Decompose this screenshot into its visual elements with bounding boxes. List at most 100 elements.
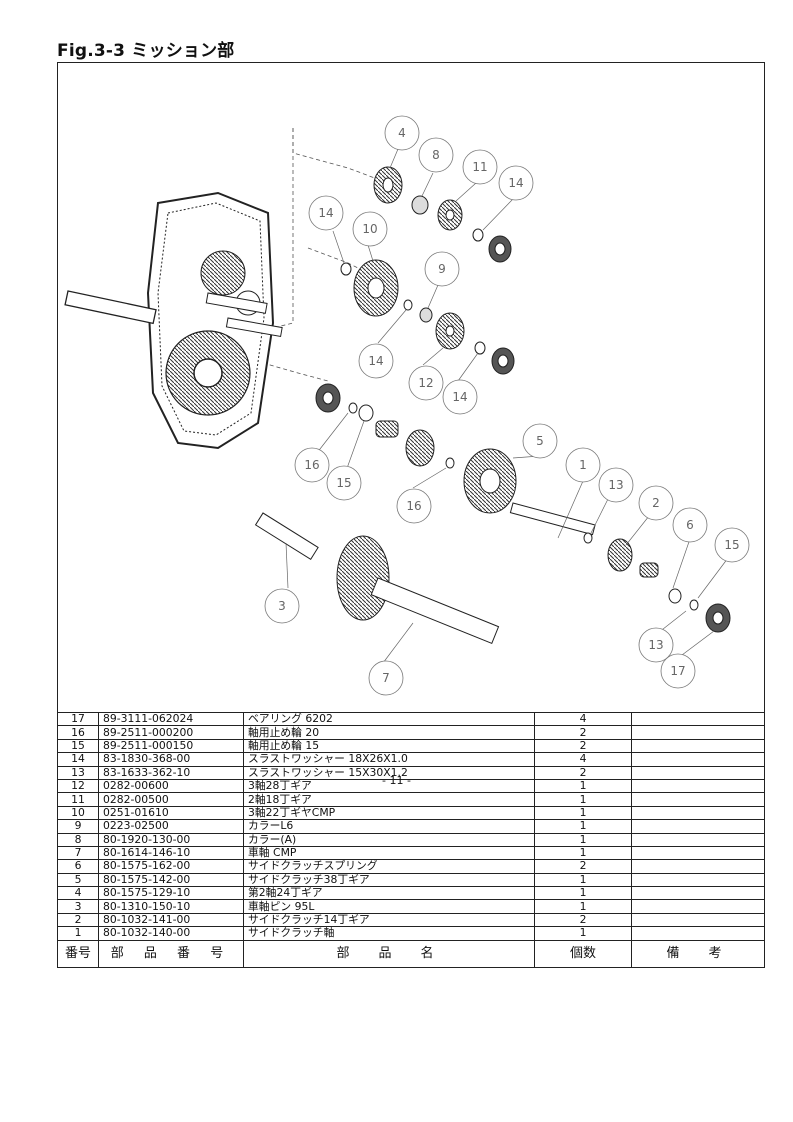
- header-part-number: 部 品 番 号: [98, 939, 244, 968]
- cell-remarks: [631, 725, 765, 740]
- cell-qty: 1: [534, 845, 632, 861]
- cell-qty: 1: [534, 819, 632, 834]
- cell-name: サイドクラッチスプリング: [243, 859, 535, 874]
- cell-qty: 1: [534, 886, 632, 901]
- cell-qty: 1: [534, 872, 632, 888]
- callout-8: 8: [418, 137, 454, 173]
- upper-gear-set: [340, 166, 515, 375]
- callout-label: 14: [318, 206, 333, 220]
- cell-qty: 1: [534, 899, 632, 914]
- callout-14: 14: [498, 165, 534, 201]
- cell-remarks: [631, 832, 765, 847]
- callout-label: 16: [304, 458, 319, 472]
- cell-no: 10: [57, 805, 99, 821]
- callout-15: 15: [326, 465, 362, 501]
- callout-3: 3: [264, 588, 300, 624]
- callout-label: 14: [452, 390, 467, 404]
- callout-label: 9: [438, 262, 446, 276]
- cell-qty: 4: [534, 711, 632, 727]
- cell-remarks: [631, 912, 765, 928]
- cell-no: 4: [57, 886, 99, 901]
- cell-remarks: [631, 711, 765, 727]
- cell-remarks: [631, 859, 765, 874]
- cell-name: スラストワッシャー 18X26X1.0: [243, 752, 535, 767]
- cell-no: 17: [57, 711, 99, 727]
- cell-remarks: [631, 872, 765, 888]
- cell-remarks: [631, 738, 765, 754]
- cell-remarks: [631, 805, 765, 821]
- callout-7: 7: [368, 660, 404, 696]
- callout-label: 11: [472, 160, 487, 174]
- cell-no: 15: [57, 738, 99, 754]
- figure-title: Fig.3-3 ミッション部: [57, 41, 235, 61]
- cell-name: 軸用止め輪 15: [243, 738, 535, 754]
- callout-label: 15: [336, 476, 351, 490]
- callout-16: 16: [396, 488, 432, 524]
- cell-part-number: 80-1575-129-10: [98, 886, 244, 901]
- cell-no: 14: [57, 752, 99, 767]
- cell-no: 1: [57, 926, 99, 941]
- cell-qty: 1: [534, 805, 632, 821]
- cell-part-number: 89-3111-062024: [98, 711, 244, 727]
- header-no: 番号: [57, 939, 99, 968]
- callout-label: 14: [508, 176, 523, 190]
- cell-remarks: [631, 886, 765, 901]
- cell-no: 8: [57, 832, 99, 847]
- callout-label: 17: [670, 664, 685, 678]
- transmission-housing: [64, 191, 283, 450]
- cell-part-number: 83-1830-368-00: [98, 752, 244, 767]
- cell-part-number: 80-1614-146-10: [98, 845, 244, 861]
- callout-11: 11: [462, 149, 498, 185]
- cell-qty: 2: [534, 912, 632, 928]
- cell-qty: 2: [534, 738, 632, 754]
- cell-remarks: [631, 899, 765, 914]
- cell-name: 車軸 CMP: [243, 845, 535, 861]
- cell-qty: 1: [534, 792, 632, 807]
- cell-name: サイドクラッチ38丁ギア: [243, 872, 535, 888]
- callout-label: 10: [362, 222, 377, 236]
- cell-no: 6: [57, 859, 99, 874]
- callout-14: 14: [442, 379, 478, 415]
- cell-qty: 1: [534, 832, 632, 847]
- cell-part-number: 80-1575-162-00: [98, 859, 244, 874]
- cell-part-number: 89-2511-000200: [98, 725, 244, 740]
- cell-remarks: [631, 752, 765, 767]
- callout-label: 2: [652, 496, 660, 510]
- callout-label: 4: [398, 126, 406, 140]
- callout-16: 16: [294, 447, 330, 483]
- cell-name: 2軸18丁ギア: [243, 792, 535, 807]
- cell-part-number: 0282-00500: [98, 792, 244, 807]
- cell-no: 2: [57, 912, 99, 928]
- cell-name: カラー(A): [243, 832, 535, 847]
- callout-10: 10: [352, 211, 388, 247]
- callout-label: 7: [382, 671, 390, 685]
- callout-label: 14: [368, 354, 383, 368]
- callout-2: 2: [638, 485, 674, 521]
- cell-qty: 4: [534, 752, 632, 767]
- cell-part-number: 80-1575-142-00: [98, 872, 244, 888]
- cell-remarks: [631, 845, 765, 861]
- callout-label: 3: [278, 599, 286, 613]
- header-qty: 個数: [534, 939, 632, 968]
- cell-part-number: 80-1032-140-00: [98, 926, 244, 941]
- cell-part-number: 0251-01610: [98, 805, 244, 821]
- header-name: 部 品 名: [243, 939, 535, 968]
- cell-name: カラーL6: [243, 819, 535, 834]
- guide-lines: [262, 128, 389, 382]
- cell-no: 16: [57, 725, 99, 740]
- cell-no: 5: [57, 872, 99, 888]
- cell-qty: 1: [534, 926, 632, 941]
- cell-name: サイドクラッチ14丁ギア: [243, 912, 535, 928]
- callout-15: 15: [714, 527, 750, 563]
- cell-no: 7: [57, 845, 99, 861]
